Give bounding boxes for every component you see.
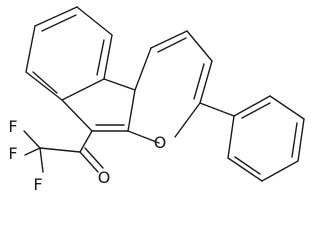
- bond: [199, 60, 213, 104]
- double-bond-inner: [291, 122, 298, 158]
- phenyl-ring: [199, 95, 305, 182]
- fluorine-mid-label: F: [8, 144, 17, 163]
- structure-diagram: O O F F F: [8, 6, 305, 194]
- pyran-ring: [127, 30, 213, 144]
- bond: [25, 25, 36, 73]
- ring-oxygen-label: O: [154, 133, 167, 152]
- bond: [23, 130, 41, 149]
- bond: [261, 160, 299, 182]
- double-bond-inner: [241, 102, 271, 119]
- bond: [61, 78, 105, 101]
- bond: [39, 147, 44, 173]
- bond: [61, 99, 93, 132]
- bond: [186, 30, 213, 62]
- double-bond-inner: [193, 63, 205, 100]
- bond: [150, 30, 188, 49]
- atom-labels: O O F F F: [8, 117, 166, 194]
- bond: [233, 95, 271, 117]
- bond: [25, 71, 63, 101]
- trifluoroacetyl-group: [23, 130, 104, 173]
- fluorine-top-label: F: [8, 117, 17, 136]
- bond: [34, 6, 78, 27]
- bond: [199, 102, 235, 117]
- bond: [79, 151, 99, 173]
- ketone-oxygen-label: O: [98, 168, 111, 187]
- double-bond-inner: [157, 37, 187, 53]
- bond: [127, 89, 136, 132]
- fluorine-bottom-label: F: [33, 175, 42, 194]
- bond: [227, 157, 263, 182]
- bond: [79, 130, 93, 153]
- bond: [39, 147, 81, 153]
- bond: [134, 47, 152, 91]
- bond: [174, 102, 201, 138]
- double-bond-inner: [96, 39, 105, 76]
- bond: [76, 6, 113, 36]
- cyclopentadiene-ring: [61, 78, 136, 132]
- bond: [269, 95, 305, 120]
- bond: [127, 130, 160, 144]
- bond: [103, 34, 113, 80]
- double-bond-inner: [32, 71, 58, 94]
- bond: [227, 115, 235, 159]
- benzo-ring: [25, 6, 113, 101]
- bond: [297, 118, 305, 162]
- bond: [103, 78, 136, 91]
- bond: [84, 147, 104, 169]
- double-bond-inner: [41, 14, 77, 32]
- bond: [24, 147, 41, 156]
- double-bond-inner: [234, 156, 261, 175]
